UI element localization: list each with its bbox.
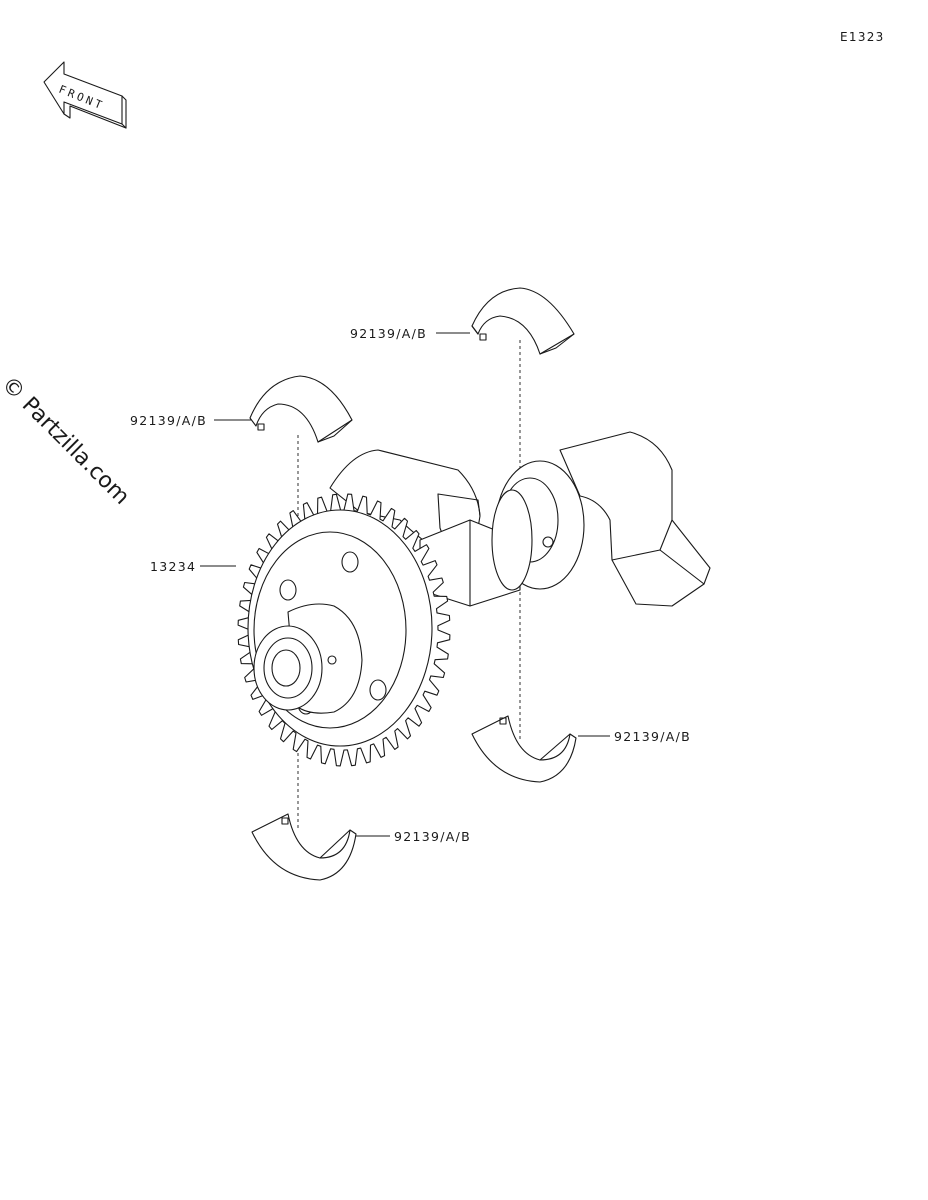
part-label-gear[interactable]: 13234 [150, 559, 197, 574]
part-label-bottom-right[interactable]: 92139/A/B [614, 729, 692, 744]
crankshaft [329, 431, 711, 607]
part-label-top-left[interactable]: 92139/A/B [130, 413, 208, 428]
bearing-shell-bottom-left [251, 813, 357, 881]
bearing-shell-bottom-right [471, 715, 577, 783]
diagram-code: E1323 [840, 30, 885, 44]
bearing-shell-top-left [249, 375, 353, 443]
part-label-bottom-left[interactable]: 92139/A/B [394, 829, 472, 844]
bearing-shell-top-right [471, 287, 575, 355]
front-arrow-icon: FRONT [43, 61, 127, 129]
balancer-gear [237, 493, 451, 767]
part-label-top-right[interactable]: 92139/A/B [350, 326, 428, 341]
